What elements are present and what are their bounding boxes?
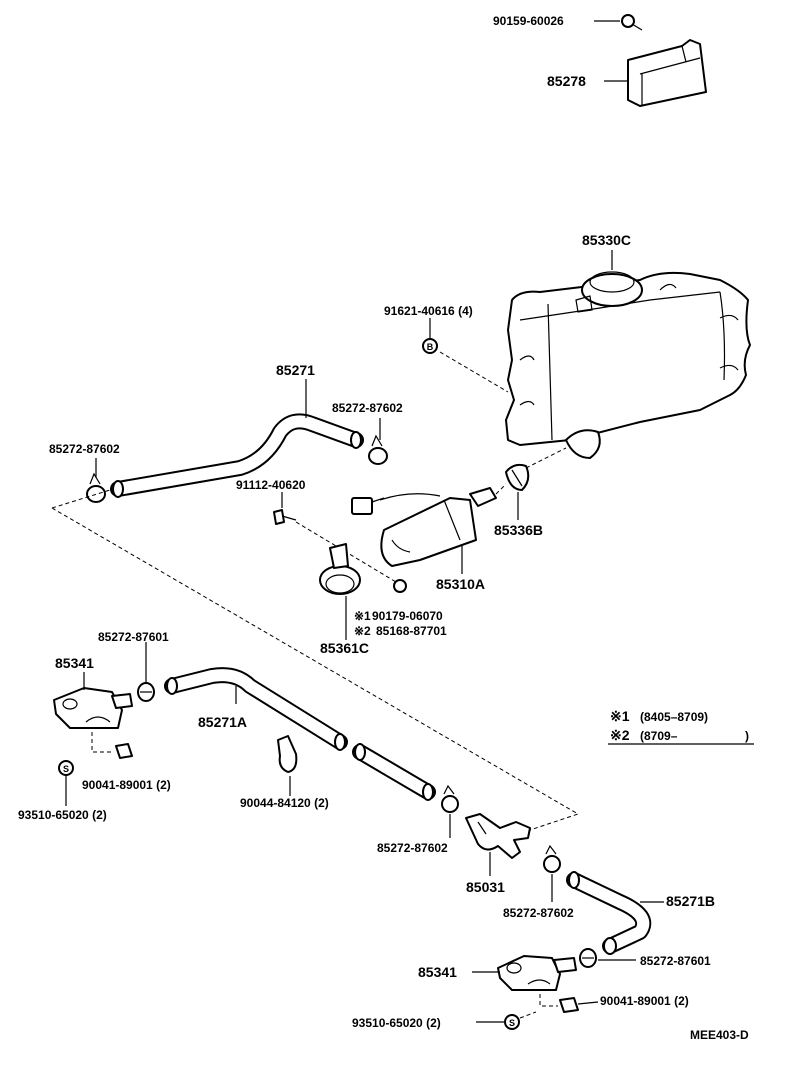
clip-85272-87602-middle bbox=[441, 784, 459, 813]
label-85272-87601-a: 85272-87601 bbox=[98, 630, 169, 644]
dash-91621-tank bbox=[439, 351, 509, 393]
screw-91112 bbox=[273, 509, 297, 525]
connector-85031 bbox=[465, 813, 531, 859]
label-85271a: 85271A bbox=[198, 714, 247, 730]
legend-range-2: (8709– bbox=[640, 729, 678, 743]
label-85336b: 85336B bbox=[494, 522, 543, 538]
label-85271b: 85271B bbox=[666, 893, 715, 909]
clip-85272-87602-upper-left bbox=[86, 472, 106, 503]
s-mark-left: S bbox=[63, 764, 69, 774]
washer-tank-85330c bbox=[505, 271, 751, 459]
label-90044-84120: 90044-84120 (2) bbox=[240, 796, 329, 810]
clip-85272-87602-lower bbox=[543, 844, 561, 873]
clip-85272-87602-upper-right bbox=[368, 434, 388, 465]
label-85330c: 85330C bbox=[582, 232, 631, 248]
hose-85271b bbox=[566, 871, 652, 955]
label-85031: 85031 bbox=[466, 879, 505, 895]
clamp-90044 bbox=[277, 735, 298, 773]
dash-left-bracket-nut bbox=[91, 732, 114, 753]
bracket-85361c bbox=[319, 543, 361, 595]
label-85272-87601-b: 85272-87601 bbox=[640, 954, 711, 968]
s-mark-right: S bbox=[509, 1018, 515, 1028]
clip-85272-87601-left bbox=[137, 682, 155, 702]
dash-pump-grommet bbox=[495, 483, 507, 495]
hose-85271 bbox=[110, 413, 364, 498]
label-85310a: 85310A bbox=[436, 576, 485, 592]
label-85341-a: 85341 bbox=[55, 655, 94, 671]
label-85272-87602-b: 85272-87602 bbox=[49, 442, 120, 456]
label-85272-87602-a: 85272-87602 bbox=[332, 401, 403, 415]
label-90041-89001-a: 90041-89001 (2) bbox=[82, 778, 171, 792]
b-mark: B bbox=[427, 342, 434, 352]
label-85168-87701: 85168-87701 bbox=[376, 624, 447, 638]
legend-range-1: (8405–8709) bbox=[640, 710, 708, 724]
label-85278: 85278 bbox=[547, 73, 586, 89]
dash-outline-top bbox=[51, 489, 111, 509]
label-85271: 85271 bbox=[276, 362, 315, 378]
bracket-85341-right bbox=[497, 955, 577, 991]
leader-90041-right bbox=[577, 1001, 599, 1005]
screw-90159 bbox=[621, 14, 643, 31]
label-91112-40620: 91112-40620 bbox=[236, 478, 306, 492]
bolt-91621: B bbox=[422, 338, 438, 354]
grommet-85336b bbox=[505, 463, 530, 491]
date-range-legend: ※1 (8405–8709) ※2 (8709– ) bbox=[608, 708, 754, 745]
screw-93510-right: S bbox=[504, 1014, 520, 1030]
label-91621-40616: 91621-40616 (4) bbox=[384, 304, 473, 318]
washer-pump-85310a bbox=[351, 487, 497, 567]
dash-right-bracket-nut bbox=[539, 994, 558, 1007]
dash-grommet-tank bbox=[525, 447, 567, 469]
label-93510-65020-a: 93510-65020 (2) bbox=[18, 808, 107, 822]
bracket-85341-left bbox=[53, 687, 133, 729]
dash-right-screw bbox=[519, 1011, 537, 1019]
nut-90041-left bbox=[115, 743, 133, 759]
mark-1-nut: ※1 bbox=[354, 609, 371, 623]
mark-2-nut: ※2 bbox=[354, 624, 371, 638]
legend-mark-1: ※1 bbox=[610, 708, 630, 724]
label-85272-87602-d: 85272-87602 bbox=[503, 906, 574, 920]
legend-range-2-close: ) bbox=[745, 729, 749, 743]
screw-93510-left: S bbox=[58, 760, 74, 776]
legend-mark-2: ※2 bbox=[610, 727, 630, 743]
diagram-code: MEE403-D bbox=[690, 1028, 749, 1042]
label-90159-60026: 90159-60026 bbox=[493, 14, 564, 28]
nut-90041-right bbox=[559, 997, 579, 1013]
label-85341-b: 85341 bbox=[418, 964, 457, 980]
reservoir-cover-85278 bbox=[627, 39, 707, 107]
clip-85272-87601-right bbox=[579, 948, 597, 968]
label-90041-89001-b: 90041-89001 (2) bbox=[600, 994, 689, 1008]
hose-85271a bbox=[164, 667, 436, 801]
nut-90179 bbox=[393, 579, 407, 593]
label-93510-65020-b: 93510-65020 (2) bbox=[352, 1016, 441, 1030]
label-85272-87602-c: 85272-87602 bbox=[377, 841, 448, 855]
label-85361c: 85361C bbox=[320, 640, 369, 656]
label-90179-06070: 90179-06070 bbox=[372, 609, 443, 623]
